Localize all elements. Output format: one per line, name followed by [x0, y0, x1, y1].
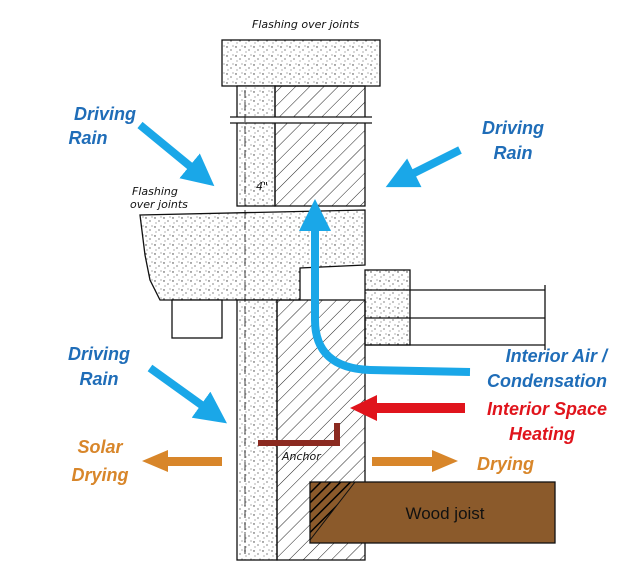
driving-rain-top-right-1: Driving [482, 118, 544, 138]
driving-rain-top-left-2: Rain [68, 128, 107, 148]
wall-section [139, 39, 546, 561]
driving-rain-top-right-2: Rain [493, 143, 532, 163]
bracket [171, 299, 223, 339]
rain-arrow-bottom-left [147, 364, 227, 424]
drying-arrow [372, 450, 458, 472]
interior-air-label-1: Interior Air / [506, 346, 609, 366]
driving-rain-bottom-left-1: Driving [68, 344, 130, 364]
solar-drying-arrow [142, 450, 222, 472]
interior-heating-label-1: Interior Space [487, 399, 607, 419]
driving-rain-top-left-1: Driving [74, 104, 136, 124]
joist-firecut-hatch [309, 481, 357, 542]
driving-rain-bottom-left-2: Rain [79, 369, 118, 389]
wood-joist [309, 481, 556, 544]
lower-stone-facing [236, 299, 278, 561]
solar-drying-label-1: Solar [77, 437, 123, 457]
drying-label: Drying [477, 454, 534, 474]
heating-arrow [350, 395, 465, 421]
rain-arrow-top-left [137, 121, 215, 187]
interior-heating-label-2: Heating [509, 424, 575, 444]
flashing-mid-label-1: Flashing [132, 185, 178, 198]
upper-stone-facing [236, 85, 276, 207]
condensation-arrow [299, 199, 471, 376]
rain-arrow-top-right [385, 146, 462, 188]
anchor-label: Anchor [281, 450, 322, 463]
upper-brick-backup [274, 85, 366, 207]
interior-air-label-2: Condensation [487, 371, 607, 391]
dimension-label: 4" [256, 180, 268, 193]
floor-slab [364, 269, 411, 346]
wood-joist-label: Wood joist [405, 504, 484, 523]
coping-stone [221, 39, 381, 87]
solar-drying-label-2: Drying [71, 465, 128, 485]
anchor [258, 423, 340, 446]
cornice [139, 209, 366, 301]
flashing-mid-label-2: over joints [130, 198, 188, 211]
rain-arrows [137, 121, 471, 424]
flashing-top-label: Flashing over joints [252, 18, 359, 31]
